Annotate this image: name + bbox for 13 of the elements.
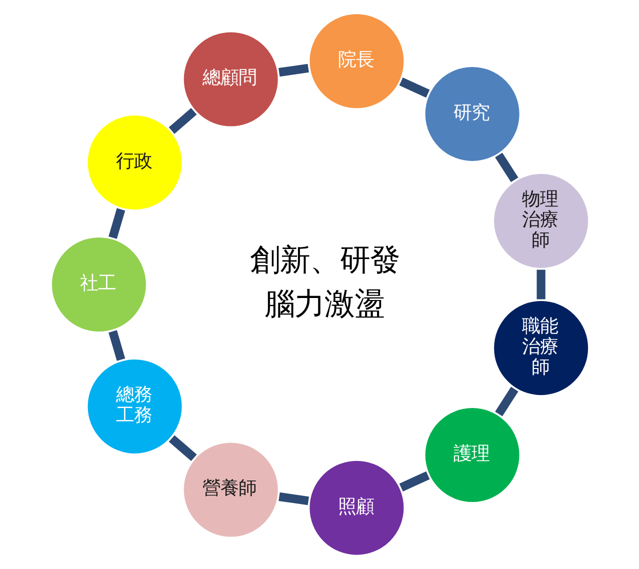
connector [168,108,196,134]
connector [494,152,518,182]
connector [494,386,518,416]
label: 腦力激盪 [264,287,384,322]
connector [398,78,430,98]
connector [108,330,125,361]
connector [398,471,430,492]
connector [108,208,125,239]
connector [278,492,308,506]
connector [168,435,196,462]
label: 創新、研發 [250,242,400,278]
connector [536,270,545,300]
connector [278,64,308,77]
